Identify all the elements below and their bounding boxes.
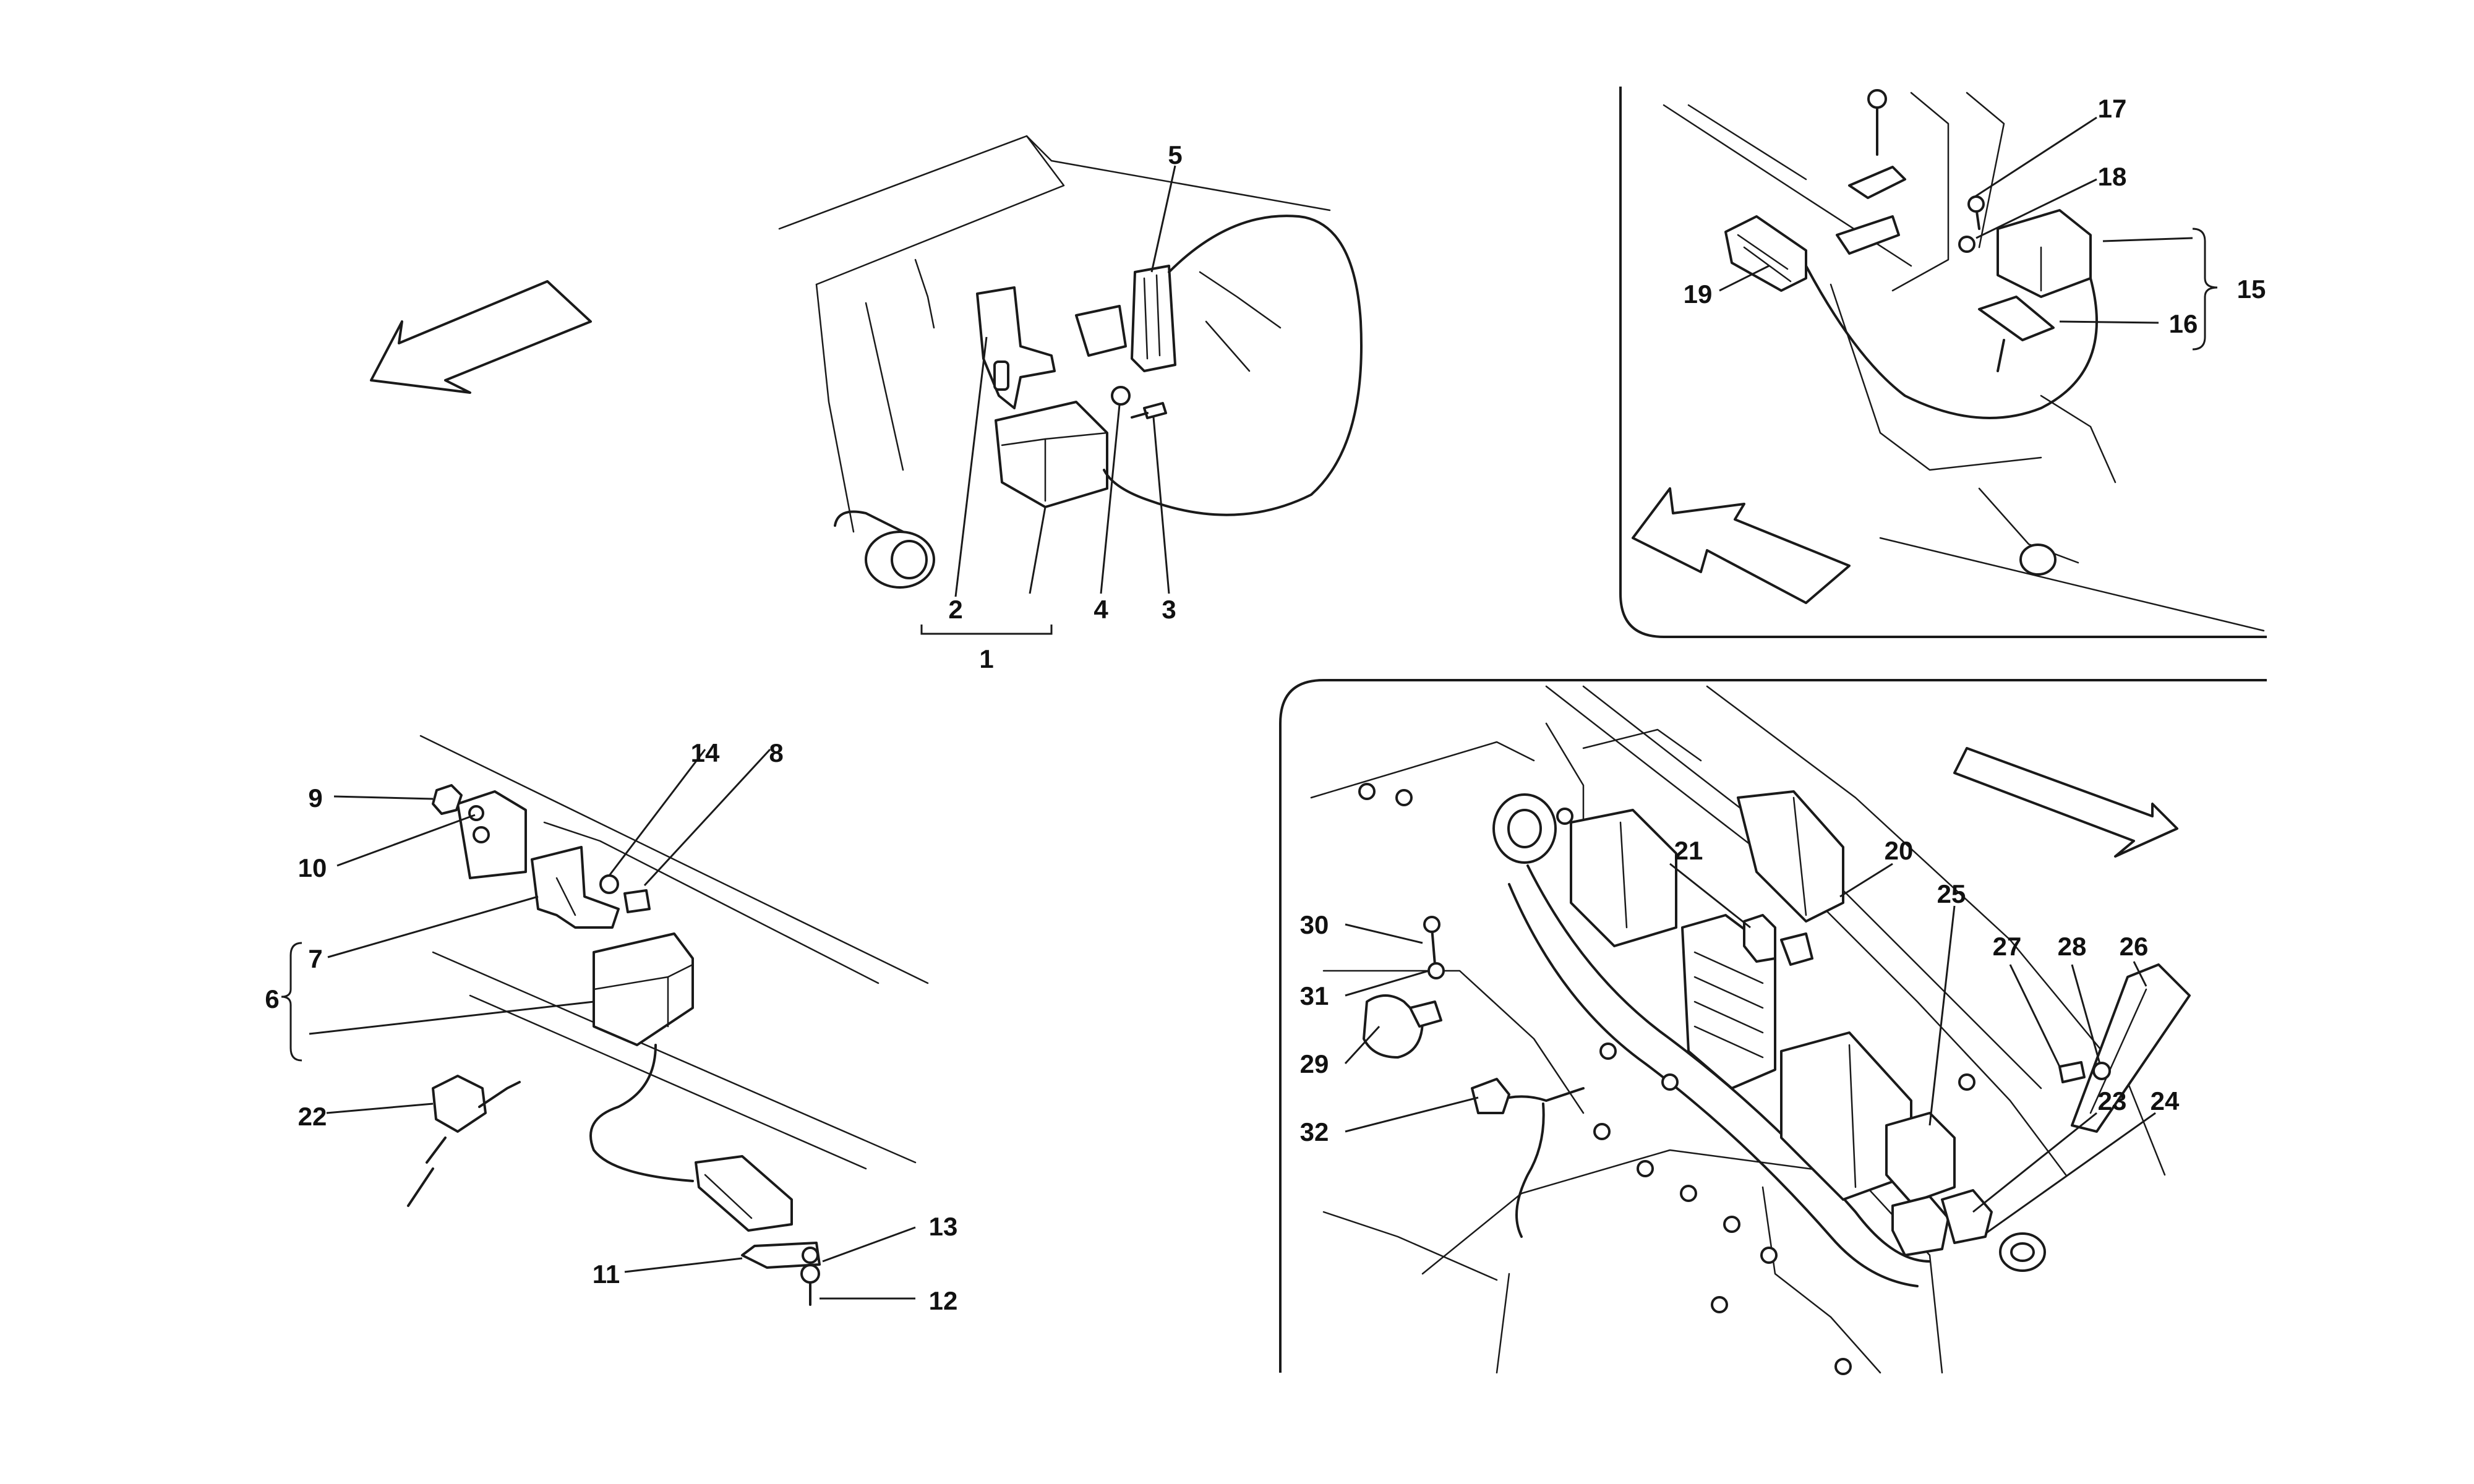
- callout-24: 24: [2151, 1086, 2180, 1115]
- leader-lines: [309, 116, 2193, 1300]
- callout-32: 32: [1300, 1117, 1329, 1146]
- callout-4: 4: [1094, 595, 1108, 624]
- callout-13: 13: [929, 1212, 958, 1241]
- callout-22: 22: [298, 1102, 327, 1131]
- callout-18: 18: [2098, 162, 2127, 191]
- callout-19: 19: [1684, 279, 1713, 309]
- direction-arrow-top-left: [370, 280, 592, 394]
- direction-arrow-top-right: [1632, 487, 1851, 604]
- callout-2: 2: [948, 595, 962, 624]
- callout-10: 10: [298, 853, 327, 882]
- callout-25: 25: [1937, 879, 1966, 908]
- callout-3: 3: [1162, 595, 1176, 624]
- callout-12: 12: [929, 1286, 958, 1315]
- callout-26: 26: [2120, 932, 2149, 961]
- group-bottom-right: [1310, 228, 2218, 1375]
- callout-labels: 1 2 3 4 5 6 7 8 9 10 11 12 13 14 15 16 1…: [265, 94, 2266, 1315]
- direction-arrow-bottom-right: [1953, 747, 2178, 858]
- callout-28: 28: [2058, 932, 2087, 961]
- callout-7: 7: [308, 944, 322, 973]
- group-bottom-left: [281, 735, 929, 1306]
- callout-5: 5: [1168, 140, 1182, 169]
- callout-21: 21: [1674, 836, 1703, 865]
- callout-16: 16: [2169, 309, 2198, 338]
- group-top-center: [778, 135, 1363, 635]
- callout-29: 29: [1300, 1049, 1329, 1078]
- top-right-panel-frame: [1619, 87, 2267, 638]
- bottom-right-panel-frame: [1279, 679, 2267, 1373]
- callout-1: 1: [979, 644, 993, 673]
- callout-27: 27: [1993, 932, 2022, 961]
- callout-23: 23: [2098, 1086, 2127, 1115]
- callout-14: 14: [691, 738, 720, 767]
- callout-8: 8: [769, 738, 783, 767]
- callout-31: 31: [1300, 981, 1329, 1010]
- callout-15: 15: [2237, 275, 2266, 304]
- group-top-right: [1663, 89, 2265, 632]
- callout-11: 11: [593, 1260, 620, 1289]
- callout-17: 17: [2098, 94, 2127, 123]
- callout-6: 6: [265, 984, 279, 1013]
- callout-30: 30: [1300, 910, 1329, 939]
- callout-9: 9: [308, 783, 322, 812]
- callout-20: 20: [1885, 836, 1914, 865]
